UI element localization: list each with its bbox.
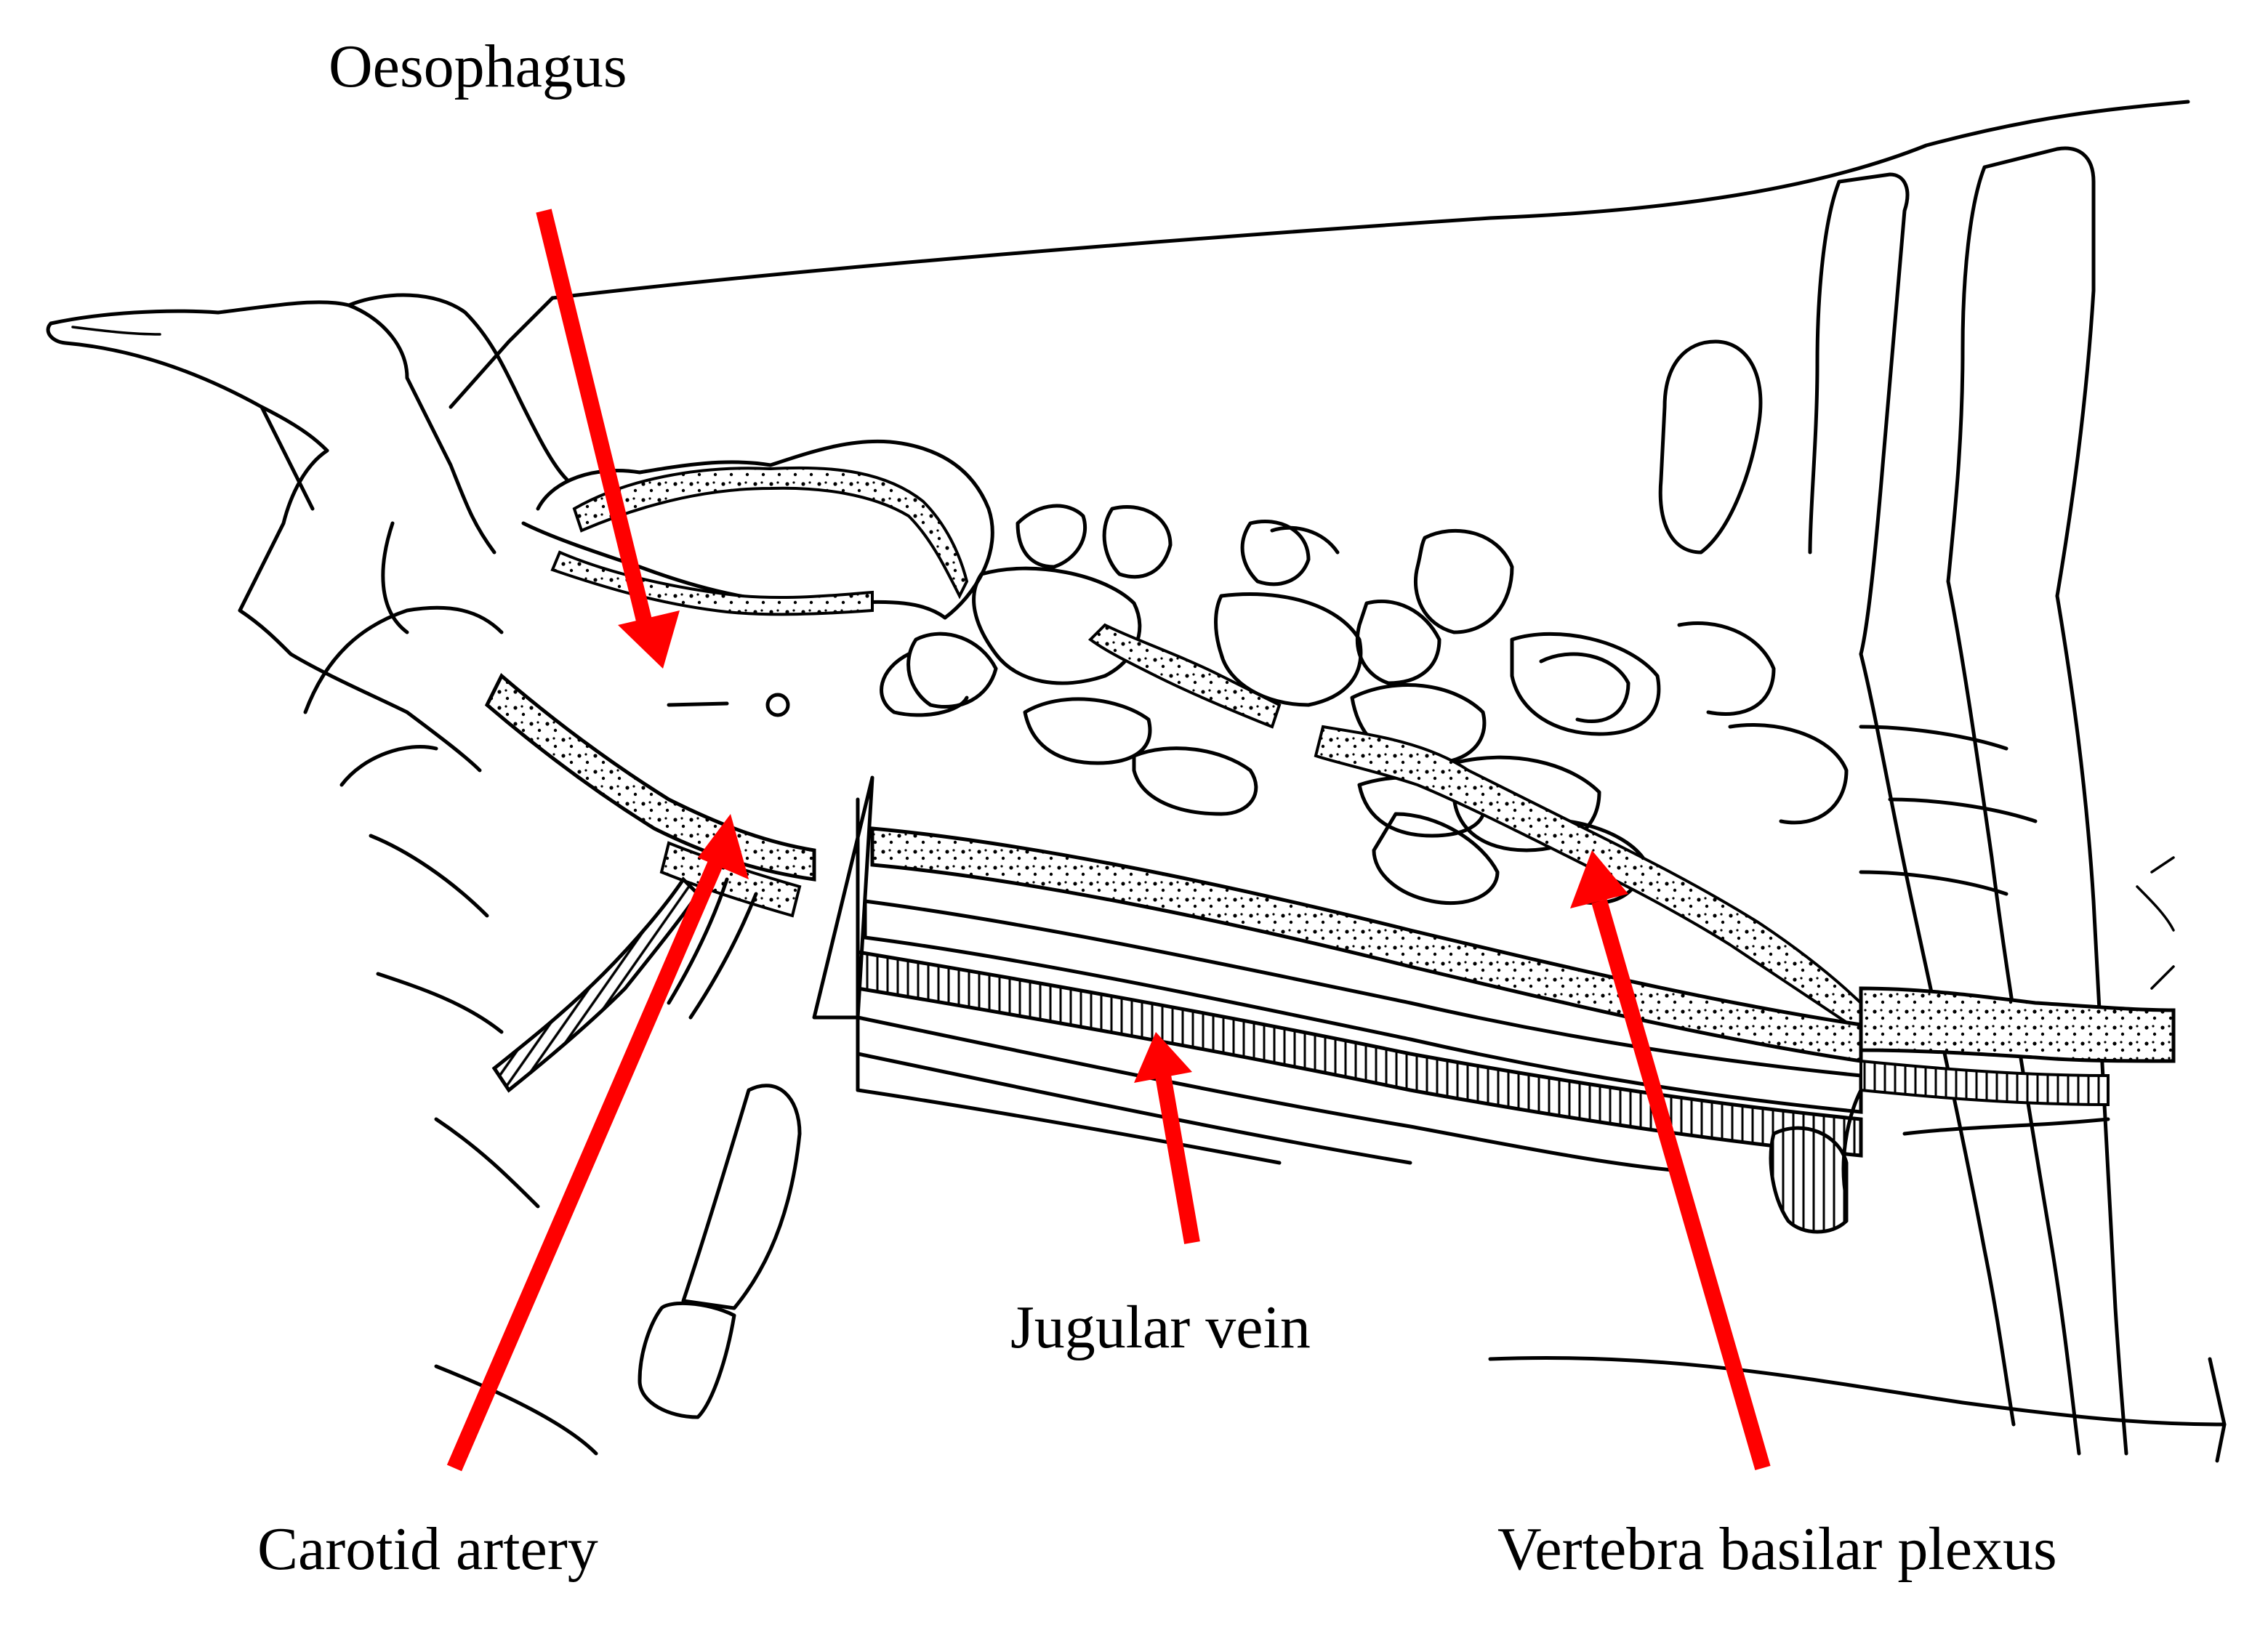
jugular-arrow xyxy=(1155,1074,1200,1244)
carotid-arrowhead xyxy=(698,814,749,879)
skull-sketch xyxy=(46,293,598,1456)
carotid-artery-label: Carotid artery xyxy=(257,1515,598,1583)
knife-sketch xyxy=(638,1084,802,1419)
oesophagus-arrow xyxy=(536,209,655,634)
neck-outline xyxy=(449,100,2227,1463)
carotid-arrow xyxy=(446,850,728,1472)
vertebra-basilar-plexus-label: Vertebra basilar plexus xyxy=(1497,1515,2057,1583)
vertebra-arrowhead xyxy=(1570,850,1628,908)
jugular-vein-label: Jugular vein xyxy=(1010,1294,1311,1361)
oesophagus-arrowhead xyxy=(618,610,680,669)
annotation-arrows xyxy=(446,209,1771,1472)
jugular-arrowhead xyxy=(1134,1032,1192,1083)
oesophagus-label: Oesophagus xyxy=(329,33,627,100)
jugular-bands xyxy=(856,826,2176,1234)
atlas-region xyxy=(521,439,994,717)
cervical-vertebrae xyxy=(880,339,1849,906)
shoulder-bones xyxy=(1808,146,2175,1456)
vertebra-arrow xyxy=(1591,898,1771,1471)
